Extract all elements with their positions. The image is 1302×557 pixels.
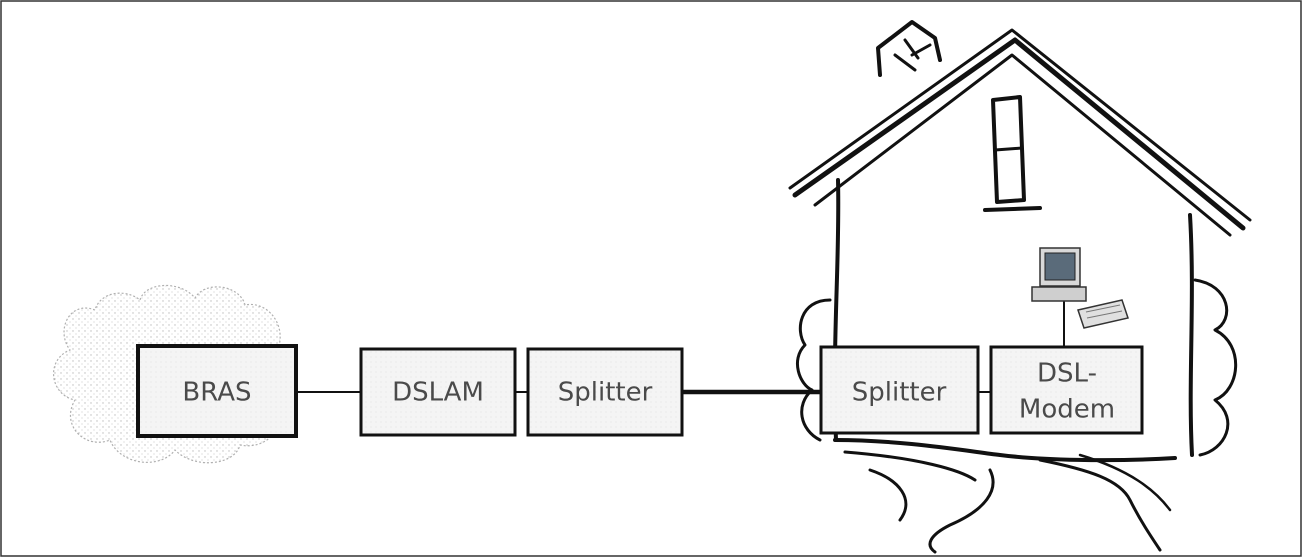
dslam-node: DSLAM xyxy=(361,349,515,435)
dsl-modem-label-line2: Modem xyxy=(1019,395,1115,425)
bras-label: BRAS xyxy=(182,378,251,408)
splitter-home-label: Splitter xyxy=(852,378,947,408)
splitter-exchange-label: Splitter xyxy=(558,378,653,408)
computer-icon xyxy=(1032,248,1128,328)
dslam-label: DSLAM xyxy=(392,378,484,408)
house-icon xyxy=(790,22,1250,552)
splitter-exchange-node: Splitter xyxy=(528,349,682,435)
splitter-home-node: Splitter xyxy=(821,347,978,433)
dsl-modem-node: DSL- Modem xyxy=(991,347,1142,433)
bras-node: BRAS xyxy=(138,346,296,436)
dsl-modem-label-line1: DSL- xyxy=(1037,359,1097,389)
